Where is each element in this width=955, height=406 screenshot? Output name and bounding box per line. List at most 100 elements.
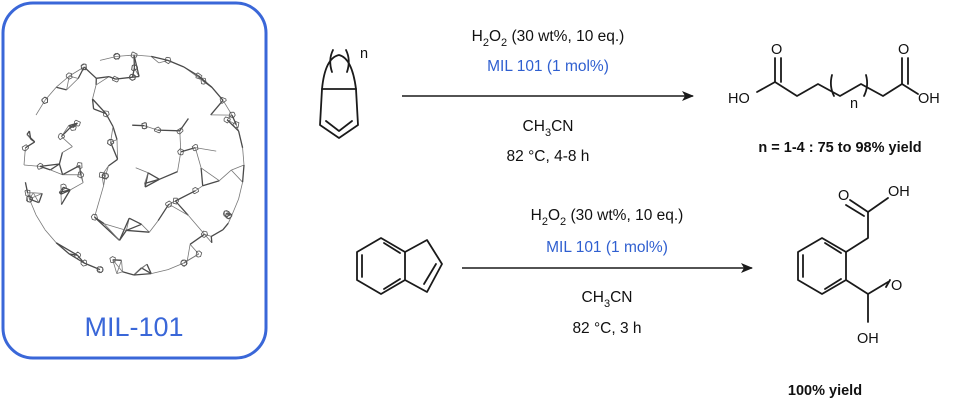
mof-strut (202, 180, 220, 187)
mof-strut (144, 172, 149, 184)
mof-strut (226, 114, 233, 121)
reaction-2: H2O2 (30 wt%, 10 eq.) MIL 101 (1 mol%) C… (356, 184, 910, 399)
mof-strut (187, 215, 205, 235)
mof-linker-ring (77, 171, 85, 179)
mof-strut (108, 75, 116, 80)
mof-strut (231, 164, 245, 171)
reaction-1: n H2O2 (30 wt%, 10 eq.) MIL 101 (1 mol%)… (319, 28, 940, 165)
mof-linker-ring (107, 138, 115, 146)
product2-top-hydroxyl: OH (888, 184, 910, 200)
mof-strut (141, 224, 150, 233)
mof-strut (133, 263, 148, 276)
mof-strut (147, 172, 160, 180)
mof-strut (200, 167, 204, 186)
cycloalkene-reactant: n (319, 46, 368, 139)
mof-linker-ring (65, 72, 73, 80)
mof-strut (135, 167, 149, 174)
mof-strut (109, 142, 119, 160)
mof-strut (121, 260, 123, 272)
mof-strut (29, 198, 40, 204)
temperature-time-label-2: 82 °C, 3 h (572, 320, 641, 337)
mof-strut (131, 67, 136, 78)
mof-strut (95, 76, 110, 86)
mof-linker-ring (96, 266, 104, 274)
catalyst-label-2: MIL 101 (1 mol%) (546, 239, 668, 256)
mof-strut (62, 146, 73, 153)
ring-size-index: n (360, 46, 368, 62)
mof-linker-ring (177, 148, 185, 156)
mof-strut (150, 56, 160, 64)
mof-strut (237, 130, 244, 148)
mof-linker-ring (141, 122, 148, 130)
mof-strut (110, 139, 118, 143)
mof-strut (61, 136, 73, 147)
chain-length-index: n (850, 96, 858, 112)
mof-strut (219, 169, 232, 181)
mof-strut (32, 192, 40, 203)
indene-reactant (356, 237, 443, 295)
mof-strut (33, 192, 43, 194)
mof-linker-ring (60, 183, 67, 191)
catalyst-label-1: MIL 101 (1 mol%) (487, 58, 609, 75)
mof-strut (231, 114, 237, 125)
mof-strut (195, 147, 217, 152)
mof-linker-ring (232, 121, 240, 129)
product2-bottom-carbonyl-o: O (891, 278, 902, 294)
mof-strut (158, 60, 169, 64)
mof-strut (151, 269, 169, 274)
mof-strut (50, 169, 63, 176)
mil101-panel: MIL-101 (1, 1, 268, 360)
mof-linker-ring (200, 230, 209, 238)
mof-linker-ring (69, 124, 77, 131)
mof-linker-ring (225, 212, 233, 220)
mof-strut (210, 229, 224, 237)
mof-strut (189, 244, 199, 255)
carbonyl-o-left: O (771, 42, 782, 58)
mof-linker-ring (73, 119, 81, 127)
mof-linker-ring (172, 197, 180, 205)
mof-strut (118, 217, 130, 241)
mof-strut (128, 217, 142, 225)
mof-strut (92, 84, 97, 100)
mof-linker-ring (176, 127, 184, 135)
mof-strut (167, 59, 185, 68)
mof-strut (101, 165, 109, 176)
mof-linker-ring (21, 144, 29, 152)
homophthalic-acid-product: O OH O OH (797, 184, 910, 347)
mof-linker-ring (165, 200, 173, 208)
mof-linker-ring (222, 210, 230, 218)
mof-linker-ring (101, 172, 110, 180)
mof-strut (126, 229, 150, 233)
mof-strut (116, 260, 122, 274)
mof-strut (144, 178, 160, 185)
mof-strut (60, 189, 71, 195)
mof-strut (168, 203, 189, 216)
mof-strut (116, 139, 118, 160)
product2-bottom-hydroxyl: OH (857, 331, 879, 347)
mof-linker-ring (219, 96, 227, 104)
panel-frame (1, 1, 268, 360)
mof-strut (231, 169, 243, 183)
mof-strut (105, 165, 109, 177)
mof-linker-ring (76, 162, 83, 170)
mof-linker-ring (113, 52, 121, 60)
mof-strut (38, 193, 43, 203)
mof-strut (35, 214, 46, 230)
mof-strut (103, 223, 127, 231)
mof-linker-ring (223, 116, 231, 124)
mof-strut (58, 152, 64, 165)
mof-strut (241, 164, 245, 183)
mof-linker-ring (228, 111, 236, 119)
mof-strut (58, 163, 64, 175)
mof-strut (146, 263, 152, 274)
mof-strut (116, 271, 123, 274)
mof-linker-ring (111, 75, 120, 83)
mof-strut (56, 86, 67, 91)
mof-strut (39, 165, 51, 171)
mof-strut (112, 259, 122, 261)
mof-strut (204, 233, 212, 237)
mof-linker-ring (192, 187, 199, 195)
mof-strut (80, 174, 84, 183)
yield-label-2: 100% yield (788, 383, 862, 399)
